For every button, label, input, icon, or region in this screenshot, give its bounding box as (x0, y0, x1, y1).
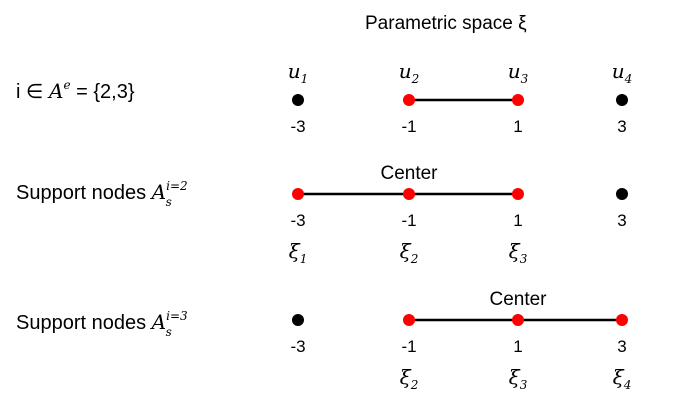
active-node (403, 188, 415, 200)
row-label-rest: = {2,3} (71, 81, 135, 103)
node-symbol-bottom-subscript: 2 (410, 378, 419, 392)
row-label-subscript: s (166, 195, 172, 209)
active-node (403, 94, 415, 106)
node-symbol-bottom: ξ3 (509, 365, 528, 392)
node-symbol-top: u2 (399, 59, 420, 86)
center-label: Center (380, 163, 438, 184)
row-label-text: Support nodes (16, 182, 152, 204)
inactive-node (292, 94, 304, 106)
node-symbol-bottom: ξ2 (400, 239, 419, 266)
row-label-superscript: i=2 (166, 179, 188, 193)
row-label-symbol: A (47, 79, 63, 103)
inactive-node (292, 314, 304, 326)
inactive-node (616, 188, 628, 200)
row-label-symbol: A (150, 310, 166, 334)
row-label-subscript: s (166, 325, 172, 339)
node-symbol-top: u4 (612, 59, 633, 86)
node-symbol-bottom: ξ1 (289, 239, 308, 266)
tick-label: -3 (290, 117, 305, 136)
tick-label: -3 (290, 211, 305, 230)
center-label: Center (489, 289, 547, 310)
tick-label: 1 (513, 117, 522, 136)
node-symbol-bottom-symbol: ξ (400, 239, 412, 263)
active-node (292, 188, 304, 200)
row-label-symbol: A (150, 180, 166, 204)
tick-label: -1 (401, 117, 416, 136)
node-symbol-bottom-symbol: ξ (509, 239, 521, 263)
node-symbol-bottom: ξ3 (509, 239, 528, 266)
node-symbol-bottom-symbol: ξ (400, 365, 412, 389)
node-symbol-bottom-subscript: 4 (623, 378, 632, 392)
row-3: Support nodes Ai=3 s Center -3 -1 1 3 (16, 289, 628, 356)
diagram-title: Parametric space ξ (365, 13, 527, 34)
row-label-superscript: e (63, 78, 70, 92)
tick-label: 3 (617, 211, 626, 230)
tick-label: -3 (290, 337, 305, 356)
active-node (512, 94, 524, 106)
node-symbol-top-symbol: u (399, 59, 412, 83)
node-symbol-bottom-symbol: ξ (289, 239, 301, 263)
row-label-superscript: i=3 (166, 309, 188, 323)
row-1: i ∈ Ae = {2,3} -3 -1 1 3 (16, 78, 628, 136)
row-label-text: Support nodes (16, 312, 152, 334)
node-symbol-bottom-symbol: ξ (509, 365, 521, 389)
row-label: Support nodes Ai=3 s (16, 309, 188, 339)
node-symbol-bottom-subscript: 3 (520, 378, 528, 392)
inactive-node (616, 94, 628, 106)
active-node (616, 314, 628, 326)
node-symbol-bottom-subscript: 3 (520, 252, 528, 266)
row-2: Support nodes Ai=2 s Center -3 -1 1 3 (16, 163, 628, 230)
node-symbol-bottom-subscript: 2 (410, 252, 419, 266)
row-label: Support nodes Ai=2 s (16, 179, 188, 209)
tick-label: 3 (617, 117, 626, 136)
row-label-text: i ∈ (16, 81, 49, 103)
tick-label: 1 (513, 337, 522, 356)
node-symbol-bottom: ξ2 (400, 365, 419, 392)
active-node (512, 188, 524, 200)
tick-label: 3 (617, 337, 626, 356)
node-symbol-bottom: ξ4 (613, 365, 632, 392)
node-symbol-top-symbol: u (288, 59, 301, 83)
node-symbol-bottom-symbol: ξ (613, 365, 625, 389)
node-symbol-top-subscript: 4 (624, 72, 633, 86)
node-symbol-top-subscript: 3 (521, 72, 529, 86)
node-symbol-top: u3 (508, 59, 529, 86)
active-node (512, 314, 524, 326)
active-node (403, 314, 415, 326)
tick-label: -1 (401, 211, 416, 230)
tick-label: 1 (513, 211, 522, 230)
node-symbol-top-subscript: 1 (301, 72, 309, 86)
node-symbol-top-symbol: u (508, 59, 521, 83)
node-symbol-bottom-subscript: 1 (300, 252, 308, 266)
node-symbol-top: u1 (288, 59, 309, 86)
node-symbol-top-subscript: 2 (411, 72, 420, 86)
node-symbol-top-symbol: u (612, 59, 625, 83)
tick-label: -1 (401, 337, 416, 356)
row-label: i ∈ Ae = {2,3} (16, 78, 135, 103)
